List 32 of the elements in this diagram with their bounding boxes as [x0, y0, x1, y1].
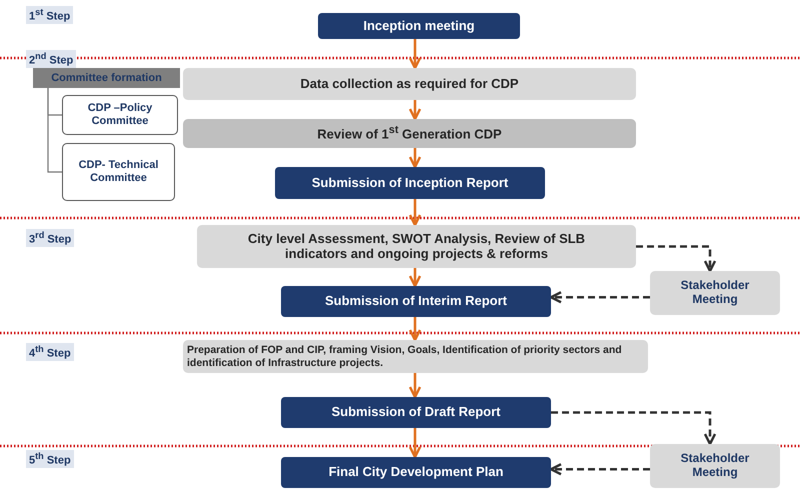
milestone-box: Final City Development Plan: [281, 457, 551, 488]
flow-arrow: [408, 268, 422, 288]
dashed-arrow: [550, 463, 650, 476]
flow-arrow: [408, 39, 422, 70]
activity-box: Review of 1$^{st}$ Generation CDP: [183, 119, 636, 148]
step-label: 1$^{st}$ Step: [26, 6, 74, 24]
activity-box: Data collection as required for CDP: [183, 68, 636, 100]
flow-arrow: [408, 100, 422, 120]
dashed-arrow: [550, 291, 650, 304]
activity-box: Preparation of FOP and CIP, framing Vision, Goals, Identification of priority sectors and identification of Infrastructure projects.: [183, 340, 648, 373]
dashed-arrow: [636, 245, 716, 272]
step-label: 3$^{rd}$ Step: [26, 229, 74, 247]
activity-box: City level Assessment, SWOT Analysis, Review of SLB indicators and ongoing projects & reforms: [197, 225, 636, 268]
step-label: 5$^{th}$ Step: [26, 450, 74, 468]
meeting-box: Stakeholder Meeting: [650, 271, 780, 315]
step-label: 4$^{th}$ Step: [26, 343, 74, 361]
header-box: Committee formation: [33, 68, 180, 88]
committee-box: CDP- Technical Committee: [62, 143, 175, 201]
milestone-box: Submission of Inception Report: [275, 167, 545, 199]
milestone-box: Submission of Draft Report: [281, 397, 551, 428]
meeting-box: Stakeholder Meeting: [650, 444, 780, 488]
milestone-box: Inception meeting: [318, 13, 520, 39]
committee-box: CDP –Policy Committee: [62, 95, 178, 135]
dashed-arrow: [551, 411, 716, 446]
flow-arrow: [408, 428, 422, 458]
flow-arrow: [408, 148, 422, 168]
flow-arrow: [408, 317, 422, 342]
flow-arrow: [408, 199, 422, 226]
milestone-box: Submission of Interim Report: [281, 286, 551, 317]
step-label: 2$^{nd}$ Step: [26, 50, 76, 68]
flow-arrow: [408, 373, 422, 398]
tree-connector: [47, 88, 62, 173]
